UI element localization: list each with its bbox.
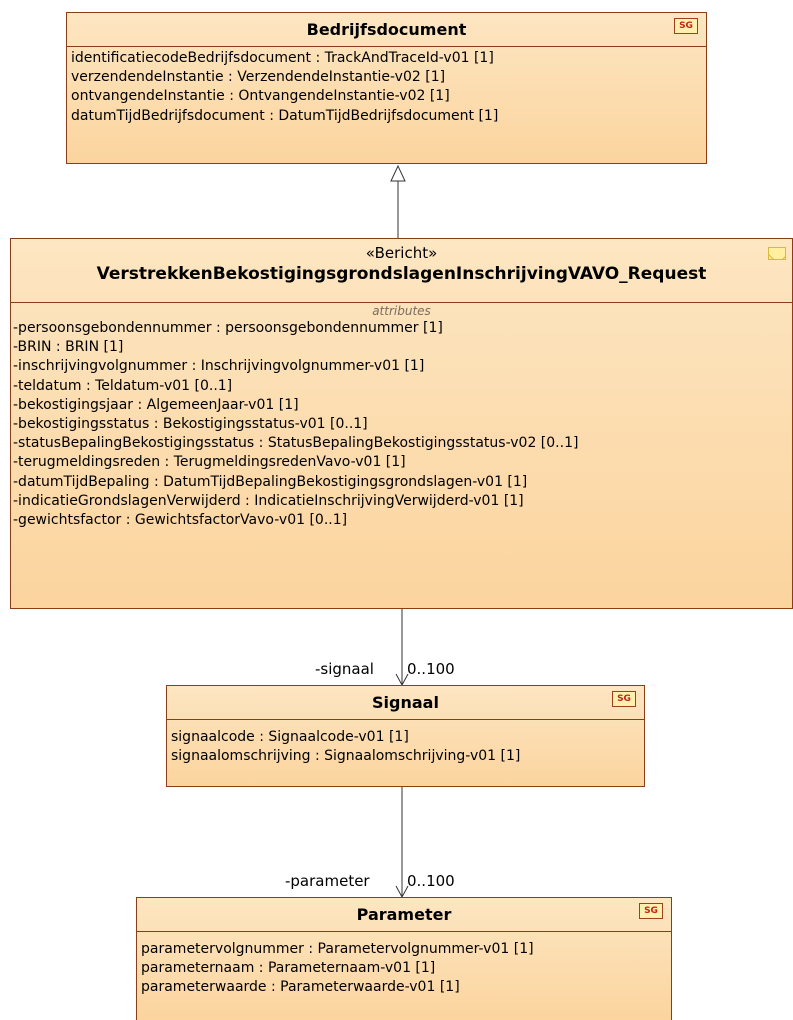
attribute: -BRIN : BRIN [1] xyxy=(13,339,124,356)
class-request[interactable]: «Bericht» VerstrekkenBekostigingsgrondsl… xyxy=(10,238,793,609)
class-header: Signaal SG xyxy=(167,686,644,720)
attribute: -inschrijvingvolgnummer : Inschrijvingvo… xyxy=(13,358,425,375)
class-name: Signaal xyxy=(372,693,439,712)
attribute: -gewichtsfactor : GewichtsfactorVavo-v01… xyxy=(13,512,348,529)
class-name: Parameter xyxy=(356,905,452,924)
attribute: ontvangendeInstantie : OntvangendeInstan… xyxy=(71,88,450,105)
class-signaal[interactable]: Signaal SG signaalcode : Signaalcode-v01… xyxy=(166,685,645,787)
generalization-arrowhead xyxy=(390,164,406,182)
stereotype-label: «Bericht» xyxy=(365,244,438,262)
attribute: parameterwaarde : Parameterwaarde-v01 [1… xyxy=(141,979,460,996)
attribute-list: -persoonsgebondennummer : persoonsgebond… xyxy=(11,319,792,532)
attribute: -statusBepalingBekostigingsstatus : Stat… xyxy=(13,435,579,452)
attribute: -bekostigingsjaar : AlgemeenJaar-v01 [1] xyxy=(13,396,299,413)
attribute: signaalomschrijving : Signaalomschrijvin… xyxy=(171,748,521,765)
class-parameter[interactable]: Parameter SG parametervolgnummer : Param… xyxy=(136,897,672,1020)
envelope-icon xyxy=(768,247,786,260)
attribute-list: signaalcode : Signaalcode-v01 [1] signaa… xyxy=(167,720,644,768)
attribute: -bekostigingsstatus : Bekostigingsstatus… xyxy=(13,416,368,433)
attribute: -terugmeldingsreden : Terugmeldingsreden… xyxy=(13,454,406,471)
class-header: Bedrijfsdocument SG xyxy=(67,13,706,47)
attribute: verzendendeInstantie : VerzendendeInstan… xyxy=(71,69,446,86)
sg-badge-icon: SG xyxy=(674,18,698,34)
attribute: parametervolgnummer : Parametervolgnumme… xyxy=(141,941,534,957)
attribute-list: parametervolgnummer : Parametervolgnumme… xyxy=(137,932,671,1000)
class-header: Parameter SG xyxy=(137,898,671,932)
attribute: datumTijdBedrijfsdocument : DatumTijdBed… xyxy=(71,107,499,124)
section-label: attributes xyxy=(372,304,431,318)
attribute: -indicatieGrondslagenVerwijderd : Indica… xyxy=(13,492,524,509)
class-name: Bedrijfsdocument xyxy=(306,20,467,39)
association-role-signaal: -signaal xyxy=(315,660,374,678)
class-header: «Bericht» VerstrekkenBekostigingsgrondsl… xyxy=(11,239,792,303)
association-multiplicity-signaal: 0..100 xyxy=(407,660,455,678)
attribute: -datumTijdBepaling : DatumTijdBepalingBe… xyxy=(13,473,528,490)
attribute: signaalcode : Signaalcode-v01 [1] xyxy=(171,729,409,745)
attribute: parameternaam : Parameternaam-v01 [1] xyxy=(141,960,436,977)
attribute: identificatiecodeBedrijfsdocument : Trac… xyxy=(71,50,494,66)
attribute-list: identificatiecodeBedrijfsdocument : Trac… xyxy=(67,47,706,128)
sg-badge-icon: SG xyxy=(639,903,663,919)
association-role-parameter: -parameter xyxy=(285,872,370,890)
class-bedrijfsdocument[interactable]: Bedrijfsdocument SG identificatiecodeBed… xyxy=(66,12,707,164)
attribute: -persoonsgebondennummer : persoonsgebond… xyxy=(13,320,443,336)
association-multiplicity-parameter: 0..100 xyxy=(407,872,455,890)
class-name: VerstrekkenBekostigingsgrondslagenInschr… xyxy=(96,264,707,284)
attribute: -teldatum : Teldatum-v01 [0..1] xyxy=(13,377,233,394)
sg-badge-icon: SG xyxy=(612,691,636,707)
